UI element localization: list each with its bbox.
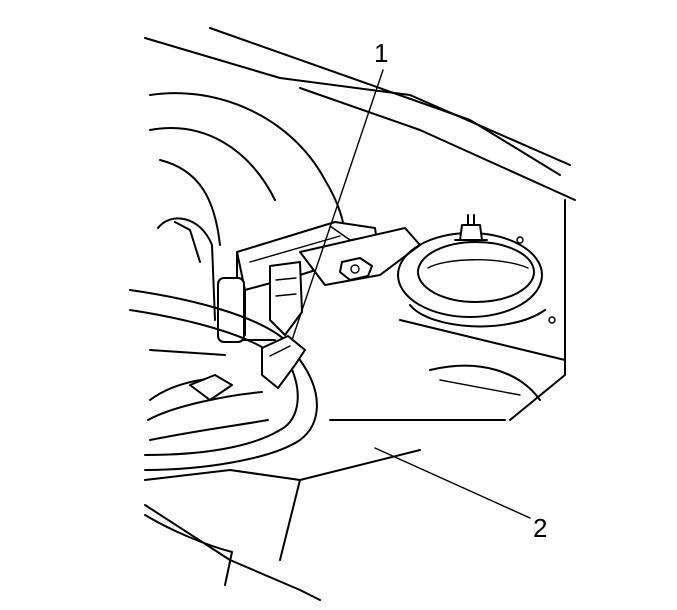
base-lines bbox=[144, 449, 421, 601]
body-panel bbox=[329, 199, 566, 421]
hood-edge-lines bbox=[144, 27, 576, 201]
callout-1-label: 1 bbox=[374, 38, 388, 68]
callout-1-leader bbox=[291, 69, 384, 341]
fender-block bbox=[149, 217, 226, 356]
strut-mount bbox=[397, 214, 556, 328]
strut-tower-arcs bbox=[149, 92, 346, 246]
wiring-harness bbox=[129, 289, 318, 471]
mounting-bracket bbox=[299, 227, 421, 286]
callout-2-label: 2 bbox=[533, 513, 547, 543]
callout-2-leader bbox=[374, 447, 531, 519]
